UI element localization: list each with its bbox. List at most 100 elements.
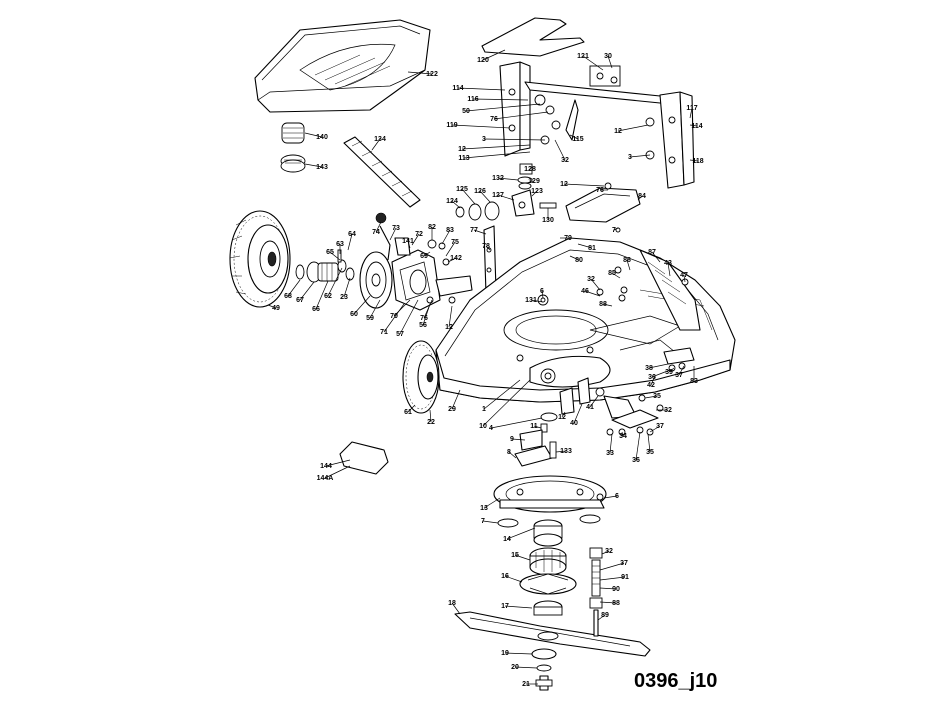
leader-line xyxy=(599,562,625,571)
part-label-74: 74 xyxy=(372,229,380,236)
leader-line xyxy=(407,240,411,249)
handle-bar xyxy=(481,17,585,57)
rear-axle-parts xyxy=(295,249,355,283)
leader-line xyxy=(375,221,382,233)
leader-line xyxy=(451,124,511,129)
part-label-50: 50 xyxy=(462,108,470,115)
leader-line xyxy=(667,262,671,277)
leader-line xyxy=(472,98,529,101)
part-label-19: 19 xyxy=(501,650,509,657)
part-label-77: 77 xyxy=(470,227,478,234)
part-label-84: 84 xyxy=(638,193,646,200)
part-label-1: 1 xyxy=(482,406,486,413)
leader-line xyxy=(441,229,451,245)
leader-line xyxy=(389,227,397,241)
part-label-37: 37 xyxy=(620,560,628,567)
leader-line xyxy=(504,605,533,609)
leader-line xyxy=(599,576,626,581)
handle-cross-bar xyxy=(524,65,671,141)
part-label-73: 73 xyxy=(392,225,400,232)
leader-line xyxy=(651,369,671,378)
center-hardware-stack xyxy=(511,163,535,217)
spindle-parts xyxy=(589,547,603,637)
leader-line xyxy=(448,305,453,328)
leader-line xyxy=(483,138,546,141)
part-label-80: 80 xyxy=(575,257,583,264)
part-label-10: 10 xyxy=(479,423,487,430)
part-label-59: 59 xyxy=(366,315,374,322)
leader-line xyxy=(461,144,531,150)
part-label-83: 83 xyxy=(446,227,454,234)
leader-line xyxy=(597,614,606,621)
leader-line xyxy=(267,304,277,309)
part-label-34: 34 xyxy=(619,433,627,440)
part-label-142: 142 xyxy=(450,255,462,262)
part-label-76: 76 xyxy=(596,187,604,194)
part-label-29: 29 xyxy=(448,406,456,413)
leader-line xyxy=(353,295,371,315)
part-label-12: 12 xyxy=(445,324,453,331)
leader-line xyxy=(407,71,433,75)
part-label-11: 11 xyxy=(530,423,538,430)
part-label-72: 72 xyxy=(415,231,423,238)
part-label-119: 119 xyxy=(446,122,457,129)
part-label-78: 78 xyxy=(482,243,490,250)
leader-line xyxy=(531,180,535,183)
part-label-7: 7 xyxy=(481,518,485,525)
leader-line xyxy=(649,425,661,433)
leader-line xyxy=(463,151,531,159)
leader-line xyxy=(304,132,323,138)
part-label-117: 117 xyxy=(686,105,697,112)
leader-line xyxy=(506,527,536,540)
leader-line xyxy=(511,438,526,441)
leader-line xyxy=(589,395,599,408)
part-label-41: 41 xyxy=(586,404,594,411)
part-label-116: 116 xyxy=(467,96,478,103)
leader-line xyxy=(651,251,661,263)
leader-line xyxy=(461,188,476,205)
part-label-32: 32 xyxy=(664,407,672,414)
part-label-120: 120 xyxy=(477,57,489,64)
leader-line xyxy=(343,277,351,298)
part-label-8: 8 xyxy=(507,449,511,456)
part-label-122: 122 xyxy=(426,71,438,78)
leader-line xyxy=(569,134,579,140)
part-label-76: 76 xyxy=(490,116,498,123)
leader-line xyxy=(563,183,605,187)
leader-line xyxy=(668,367,675,373)
part-label-85: 85 xyxy=(608,270,616,277)
part-label-66: 66 xyxy=(312,306,320,313)
part-label-68: 68 xyxy=(284,293,292,300)
part-label-129: 129 xyxy=(528,178,540,185)
part-label-141: 141 xyxy=(402,238,414,245)
leader-line xyxy=(383,303,405,333)
leader-line xyxy=(504,652,533,655)
leader-line xyxy=(577,243,593,249)
leader-line xyxy=(584,290,601,297)
part-label-121: 121 xyxy=(577,53,589,60)
leader-line xyxy=(325,459,351,467)
part-label-37: 37 xyxy=(675,372,683,379)
leader-line xyxy=(617,124,649,132)
drive-gearbox xyxy=(359,212,473,311)
leader-line xyxy=(497,194,515,201)
part-label-69: 69 xyxy=(420,253,428,260)
leader-line xyxy=(514,554,531,561)
part-label-36: 36 xyxy=(648,374,656,381)
leader-line xyxy=(451,200,461,209)
leader-line xyxy=(324,465,351,479)
part-label-67: 67 xyxy=(296,297,304,304)
leader-line xyxy=(561,411,566,418)
leader-line xyxy=(603,495,618,499)
part-label-47: 47 xyxy=(680,272,688,279)
part-label-115: 115 xyxy=(572,136,583,143)
part-label-9: 9 xyxy=(510,436,514,443)
part-label-128: 128 xyxy=(524,166,536,173)
leader-line xyxy=(683,274,686,283)
part-label-6: 6 xyxy=(540,288,544,295)
side-hardware xyxy=(603,347,695,436)
leader-line xyxy=(607,55,613,69)
main-cutting-blade xyxy=(454,611,651,657)
part-label-134: 134 xyxy=(374,136,386,143)
